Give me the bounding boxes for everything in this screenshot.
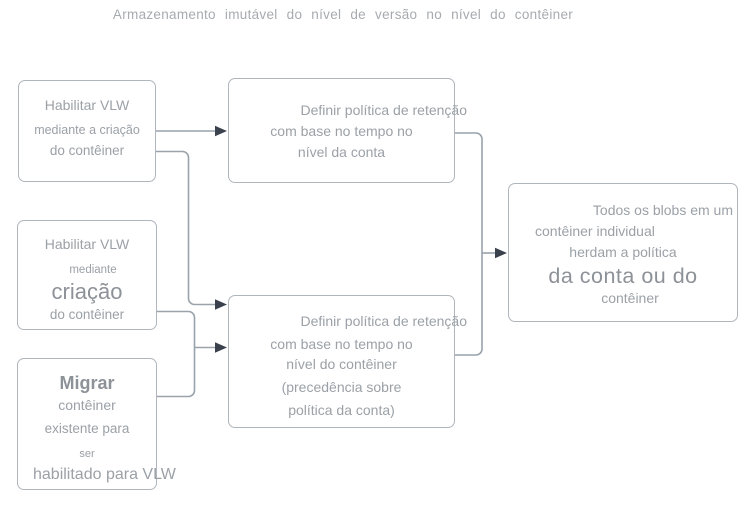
box-text-line: com base no tempo no	[270, 123, 413, 139]
box-text-line: contêiner individual	[535, 223, 655, 239]
arrowhead-icon	[215, 125, 227, 137]
box-text-line: ser	[79, 448, 95, 460]
arrowhead-icon	[215, 342, 227, 353]
box-text-line: mediante a criação	[34, 123, 140, 137]
box-account-level-retention-policy: Definir política de retenção com base no…	[228, 78, 467, 183]
connector-creation-to-container-policy	[156, 150, 227, 310]
connector-enable-and-migrate-to-container-policy	[157, 310, 227, 398]
box-blobs-inherit-policy: Todos os blobs em um contêiner individua…	[508, 183, 738, 322]
box-text-line: Definir política de retenção	[300, 313, 467, 329]
box-text-line: política da conta)	[288, 402, 395, 418]
box-container-level-retention-policy: Definir política de retenção com base no…	[228, 295, 467, 428]
box-text-line: Habilitar VLW	[44, 97, 130, 113]
connector-policies-to-inheritance	[455, 132, 507, 356]
box-enable-vlw-on-container-creation: Habilitar VLW mediante a criação do cont…	[18, 80, 156, 182]
box-text-line: do contêiner	[49, 143, 125, 158]
arrowhead-icon	[495, 247, 507, 259]
box-text-line: Todos os blobs em um	[592, 202, 733, 218]
box-text-line: nível da conta	[297, 144, 386, 160]
box-text-line: contêiner	[58, 397, 116, 413]
connector-line	[157, 310, 196, 398]
box-text-line: contêiner	[601, 290, 659, 306]
box-text-line: criação	[51, 279, 123, 304]
box-text-line: Habilitar VLW	[44, 236, 130, 252]
connector-line	[156, 150, 215, 306]
box-text-line: Definir política de retenção	[300, 102, 467, 118]
box-text-line: com base no tempo no	[270, 336, 413, 352]
box-text-line: do contêiner	[49, 307, 125, 322]
arrowhead-icon	[215, 299, 227, 310]
box-text-line: habilitado para VLW	[33, 466, 176, 483]
box-text-line: Migrar	[59, 373, 115, 393]
connector-line	[455, 132, 483, 356]
box-text-line: nível do contêiner	[286, 356, 397, 372]
box-text-line: (precedência sobre	[281, 379, 402, 395]
box-text-line: mediante	[69, 264, 117, 276]
connector-creation-to-account-policy	[156, 125, 227, 137]
box-text-line: herdam a política	[569, 244, 677, 260]
box-migrate-existing-container: Migrar contêiner existente para ser habi…	[17, 358, 176, 490]
box-text-line: existente para	[44, 421, 130, 436]
box-enable-vlw-through-creation: Habilitar VLW mediante criação do contêi…	[17, 220, 157, 330]
box-text-line: da conta ou do	[548, 264, 698, 288]
diagram-title: Armazenamento imutável do nível de versã…	[112, 7, 574, 22]
